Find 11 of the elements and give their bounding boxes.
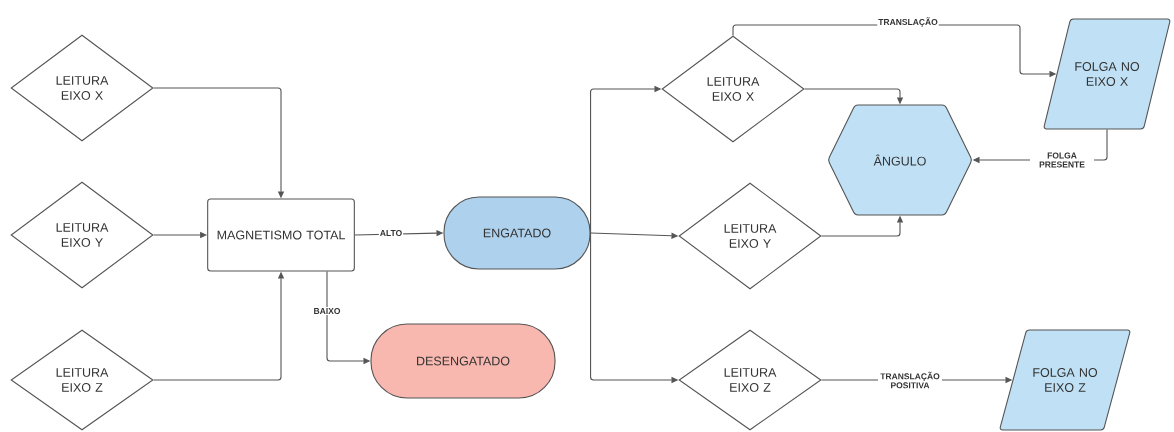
process-box: MAGNETISMO TOTAL <box>207 198 355 272</box>
edge-label: ALTO <box>378 229 404 237</box>
terminal-box: DESENGATADO <box>370 323 556 399</box>
preparation-hexagon: ÂNGULO <box>828 104 972 216</box>
data-parallelogram: FOLGA NO EIXO X <box>1043 18 1171 130</box>
edge-label: TRANSLAÇÃO POSITIVA <box>878 370 942 390</box>
terminal-box: ENGATADO <box>443 196 591 270</box>
data-parallelogram: FOLGA NO EIXO Z <box>999 329 1131 431</box>
edge-label: FOLGA PRESENTE <box>1030 151 1094 169</box>
edge-label: TRANSLAÇÃO <box>877 16 939 28</box>
edge-label: BAIXO <box>312 307 342 315</box>
